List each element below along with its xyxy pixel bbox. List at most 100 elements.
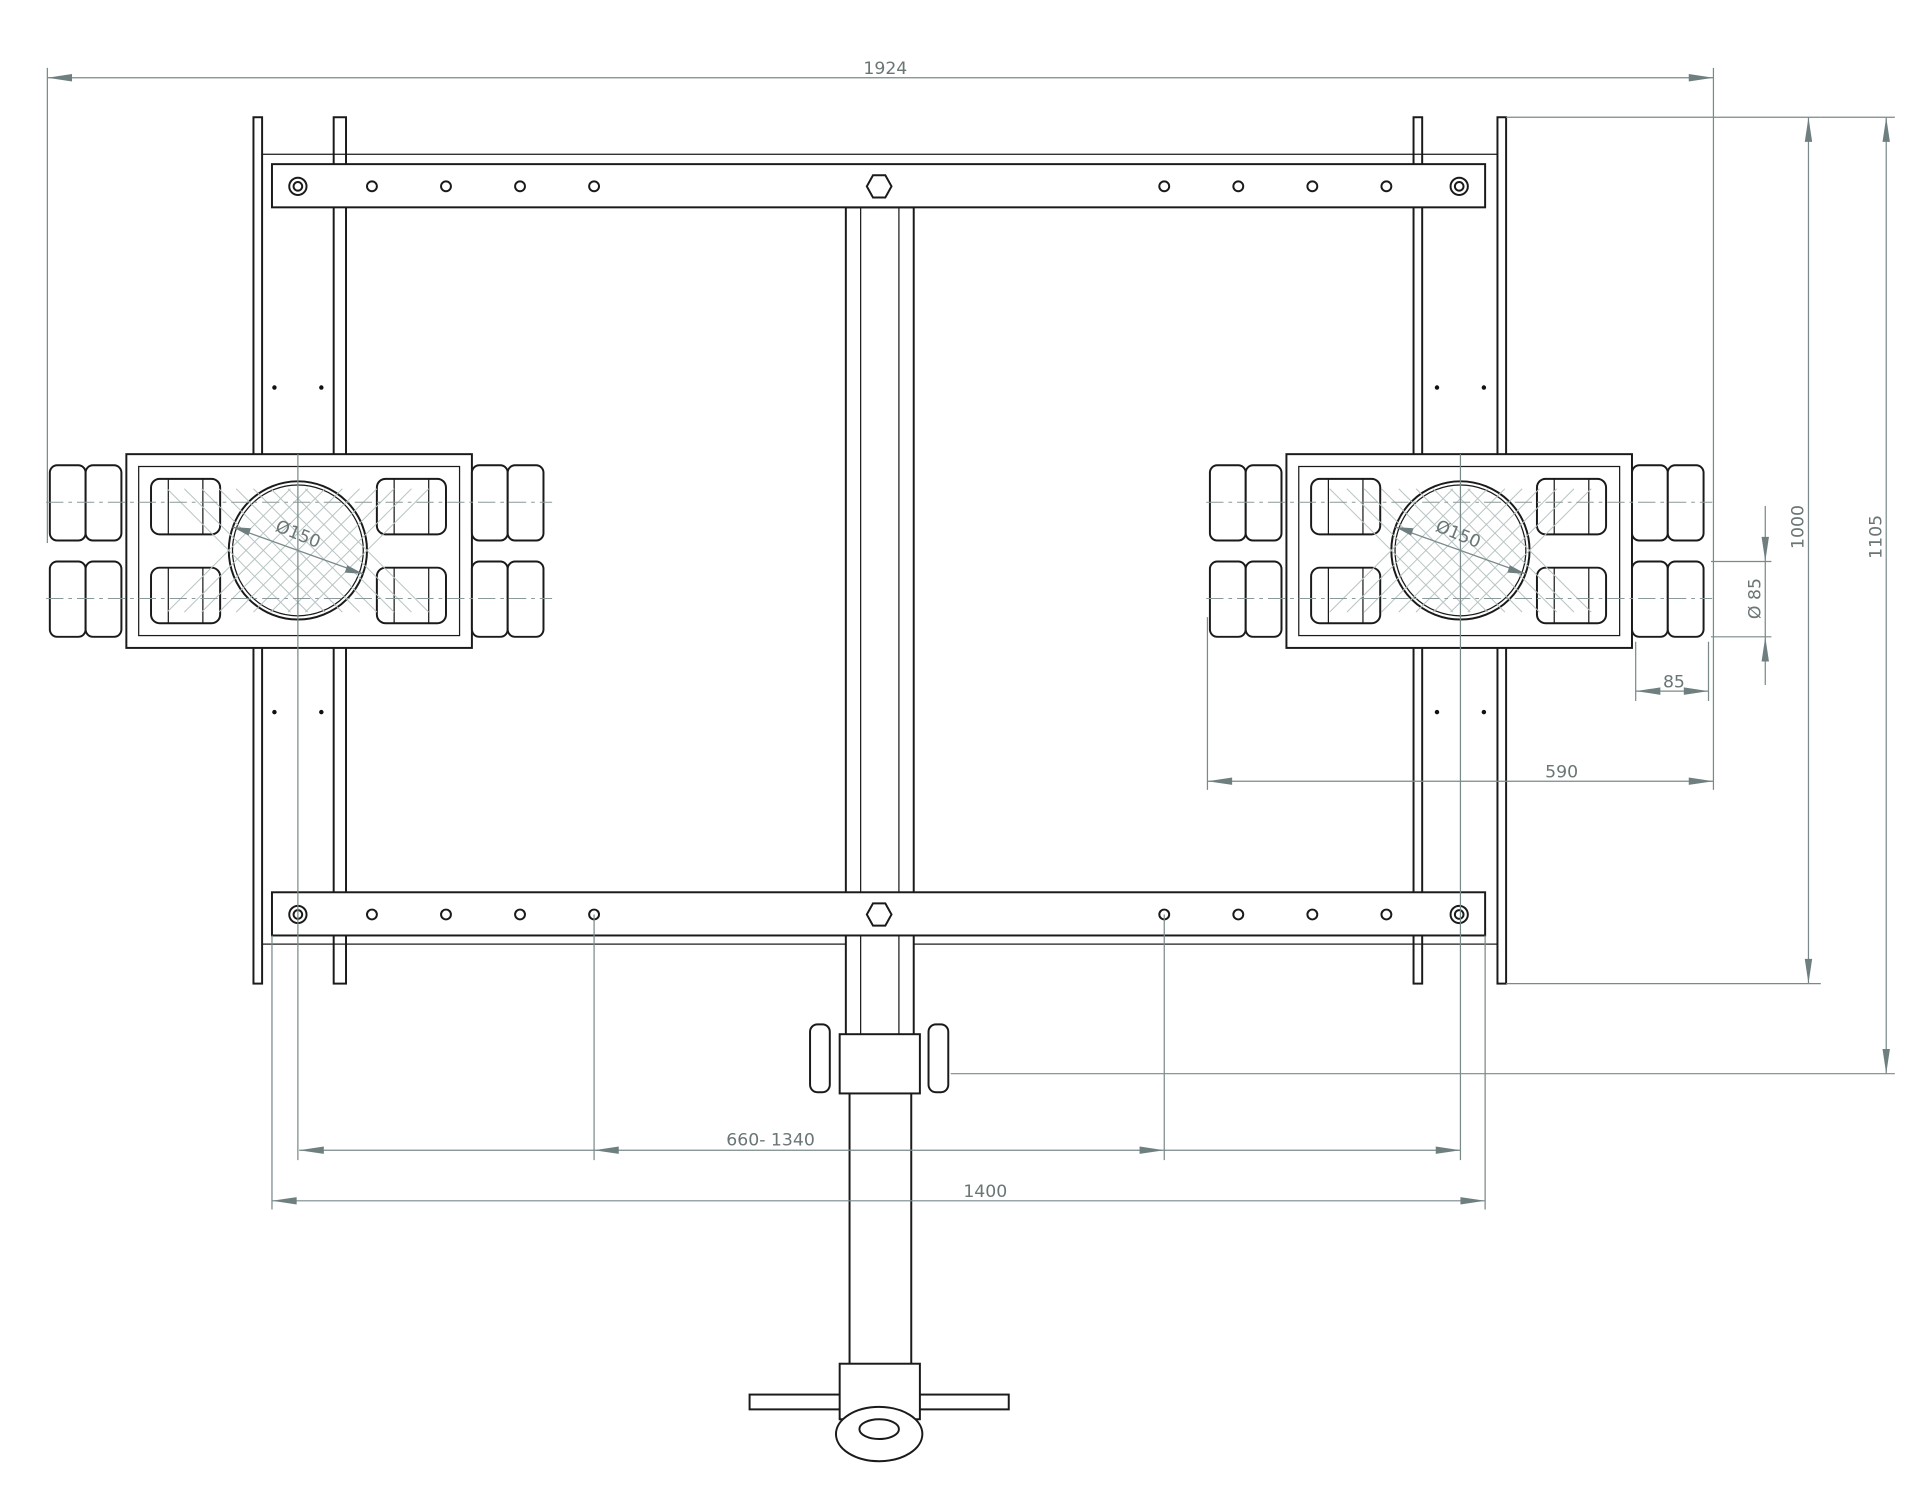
arrow bbox=[1683, 687, 1709, 695]
arrow bbox=[1804, 958, 1813, 984]
dimensions bbox=[46, 67, 1895, 1210]
bolt-hole bbox=[514, 908, 526, 921]
roller bbox=[1244, 464, 1283, 542]
hatch-line bbox=[218, 488, 343, 613]
roller bbox=[48, 464, 87, 542]
hatch-line bbox=[1432, 488, 1558, 613]
skates bbox=[46, 453, 1713, 1161]
hatch-line bbox=[1450, 488, 1575, 613]
towing-eye-hole bbox=[858, 1418, 900, 1440]
bolt-hole bbox=[366, 180, 378, 193]
nut-icon bbox=[1453, 181, 1465, 192]
frame bbox=[252, 116, 1508, 1038]
bolt-hole bbox=[1232, 908, 1245, 921]
bolt-hole bbox=[1380, 180, 1393, 193]
bolt-hole bbox=[514, 180, 526, 193]
arrow bbox=[1804, 117, 1813, 142]
arrow bbox=[1882, 1049, 1890, 1074]
inner-roller bbox=[1310, 477, 1382, 536]
dim-skate-width: 590 bbox=[1545, 763, 1578, 783]
roller bbox=[1244, 560, 1283, 638]
arrow bbox=[299, 1146, 324, 1154]
dim-beam-length: 1400 bbox=[963, 1182, 1007, 1202]
drawbar-head bbox=[838, 1033, 921, 1095]
roller bbox=[84, 464, 123, 542]
skate-plate bbox=[1298, 465, 1621, 637]
hatch-line bbox=[304, 488, 430, 613]
roller bbox=[1208, 464, 1247, 542]
roller bbox=[84, 560, 123, 638]
dim-height-total: 1105 bbox=[1866, 515, 1886, 559]
hatch-line bbox=[253, 488, 378, 613]
hatch-line bbox=[184, 488, 309, 613]
arrow bbox=[271, 1197, 297, 1205]
roller bbox=[506, 464, 545, 542]
hatch-line bbox=[1467, 488, 1592, 613]
bolt-hole bbox=[1306, 908, 1319, 921]
inner-roller bbox=[1535, 566, 1608, 625]
roller bbox=[470, 560, 509, 638]
arrow bbox=[1882, 117, 1890, 142]
arrow bbox=[232, 526, 251, 536]
drawbar bbox=[748, 1023, 1010, 1463]
bolt-hole bbox=[366, 908, 378, 921]
bolt-hole bbox=[1306, 180, 1319, 193]
roller bbox=[1630, 560, 1669, 638]
arrow bbox=[1435, 1146, 1461, 1154]
inner-roller bbox=[1535, 477, 1608, 536]
roller bbox=[470, 464, 509, 542]
hatch-line bbox=[1363, 488, 1488, 613]
dim-height-frame: 1000 bbox=[1789, 505, 1809, 549]
arrow bbox=[1139, 1146, 1165, 1154]
arrow bbox=[1761, 636, 1769, 662]
arrow bbox=[1460, 1197, 1486, 1205]
arrow bbox=[1761, 536, 1769, 562]
rivet bbox=[319, 385, 324, 390]
roller bbox=[48, 560, 87, 638]
diameter-line bbox=[1394, 526, 1527, 575]
arrow bbox=[594, 1146, 619, 1154]
dim-roller-diameter: Ø 85 bbox=[1745, 578, 1765, 619]
hatch-line bbox=[1329, 488, 1454, 613]
nut-icon bbox=[292, 181, 304, 192]
rivet bbox=[1481, 385, 1487, 390]
inner-roller bbox=[150, 566, 222, 625]
bolt-hole bbox=[1380, 908, 1393, 921]
rivet bbox=[272, 385, 277, 390]
skate-plate bbox=[138, 465, 461, 637]
hatch-line bbox=[270, 488, 395, 613]
hatch-line bbox=[287, 488, 412, 613]
nut-icon bbox=[1453, 909, 1465, 920]
dim-adjustable-range: 660- 1340 bbox=[726, 1130, 815, 1150]
rivet bbox=[1434, 709, 1440, 715]
hatch-line bbox=[1381, 488, 1506, 613]
roller bbox=[1666, 464, 1705, 542]
bolt-hole bbox=[440, 180, 452, 193]
bolt-hole bbox=[1232, 180, 1245, 193]
rivet bbox=[1434, 385, 1440, 390]
bolt-hole bbox=[1158, 180, 1171, 193]
dim-roller-width: 85 bbox=[1663, 672, 1685, 692]
bolt-hole bbox=[588, 180, 601, 193]
arrow bbox=[1507, 565, 1526, 574]
hex-bolt-icon bbox=[865, 174, 893, 199]
rivet bbox=[272, 709, 277, 715]
drawbar-wheel bbox=[927, 1023, 950, 1094]
hatch-line bbox=[1415, 488, 1540, 613]
drawbar-wheel bbox=[809, 1023, 831, 1094]
arrow bbox=[1688, 74, 1714, 82]
dim-overall-width: 1924 bbox=[863, 59, 907, 79]
roller bbox=[1666, 560, 1705, 638]
hex-bolt-icon bbox=[865, 902, 893, 927]
bolt-hole bbox=[440, 908, 452, 921]
hatch-line bbox=[1346, 488, 1471, 613]
arrow bbox=[344, 565, 364, 574]
roller bbox=[1208, 560, 1247, 638]
arrow bbox=[1207, 777, 1233, 785]
arrow bbox=[1635, 687, 1661, 695]
arrow bbox=[47, 74, 73, 82]
hatch-line bbox=[166, 488, 291, 613]
roller bbox=[506, 560, 545, 638]
